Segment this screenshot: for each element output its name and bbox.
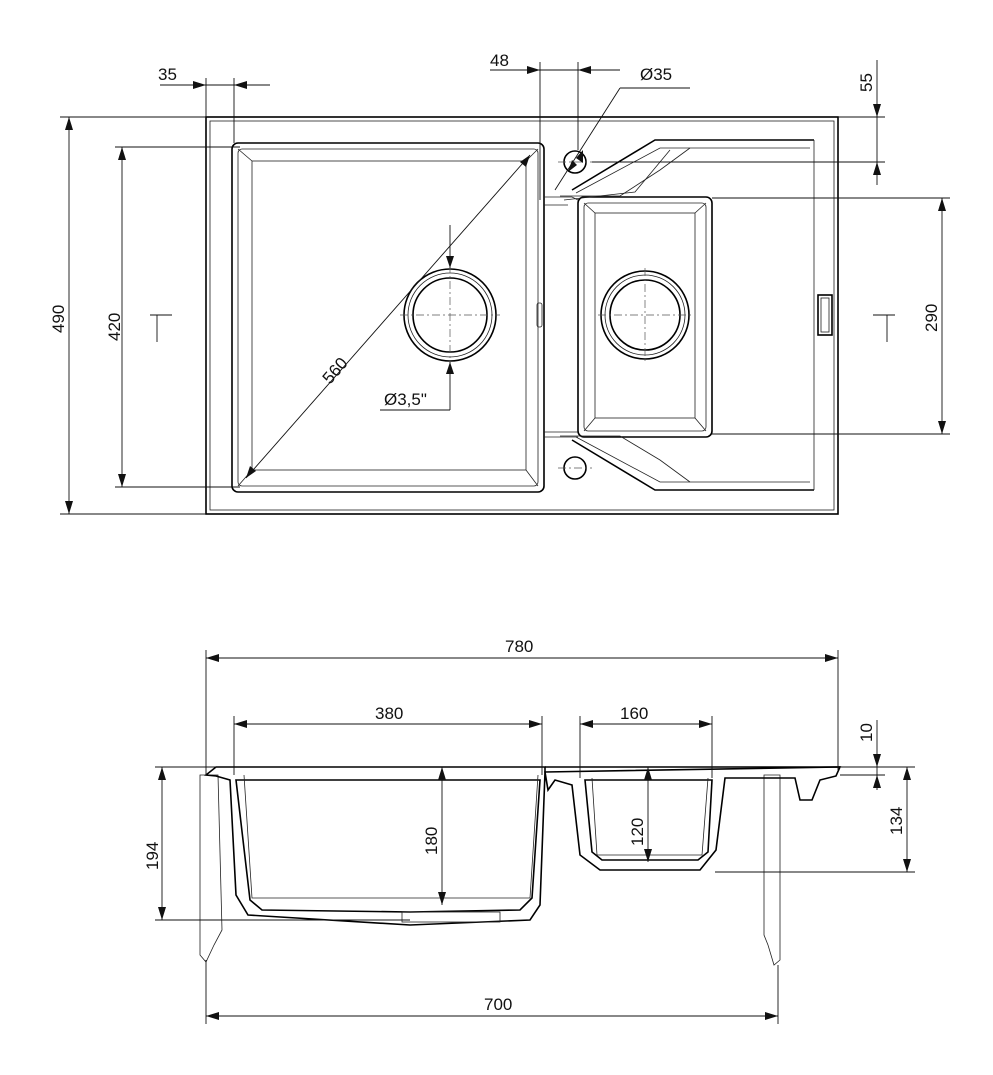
small-bowl-depth-label: 290 xyxy=(922,304,941,332)
small-bowl-section xyxy=(544,766,842,871)
overall-width-label: 780 xyxy=(505,637,533,656)
dim-120: 120 xyxy=(628,767,652,862)
drainer-height-label: 134 xyxy=(887,807,906,835)
dim-700: 700 xyxy=(205,960,779,1024)
drain-leader: Ø3,5" xyxy=(380,225,454,411)
section-markers xyxy=(150,314,895,342)
dim-134: 134 xyxy=(715,766,915,873)
overall-depth-label: 490 xyxy=(49,305,68,333)
rim-thickness-label: 10 xyxy=(857,723,876,742)
dim-380: 380 xyxy=(233,704,543,775)
small-bowl-width-label: 160 xyxy=(620,704,648,723)
drain-size-label: Ø3,5" xyxy=(384,390,427,409)
dim-48: 48 xyxy=(490,51,620,200)
rim-offset-label: 35 xyxy=(158,65,177,84)
sink-rim-inner xyxy=(209,120,835,511)
dim-780: 780 xyxy=(205,637,839,775)
right-overflow xyxy=(817,294,833,336)
bowl-depth-label: 420 xyxy=(105,313,124,341)
bowl-height-label: 180 xyxy=(422,827,441,855)
main-drain xyxy=(400,265,500,365)
left-cabinet-wall xyxy=(199,774,223,963)
sink-outline xyxy=(205,116,839,515)
top-view: 560 Ø3,5" 490 420 xyxy=(49,51,950,515)
tap-from-edge-label: 55 xyxy=(857,73,876,92)
main-bowl xyxy=(231,142,545,493)
dim-tap-hole: Ø35 xyxy=(554,65,690,191)
overall-height-label: 194 xyxy=(143,842,162,870)
right-cabinet-wall xyxy=(763,774,781,966)
dim-194: 194 xyxy=(143,766,410,921)
cutout-width-label: 700 xyxy=(484,995,512,1014)
bowl-width-label: 380 xyxy=(375,704,403,723)
tap-holes xyxy=(558,150,592,480)
dim-35: 35 xyxy=(158,65,270,143)
small-drain xyxy=(598,268,692,362)
dim-290: 290 xyxy=(712,197,950,435)
small-bowl-height-label: 120 xyxy=(628,818,647,846)
dim-490: 490 xyxy=(49,116,206,515)
dim-180: 180 xyxy=(422,767,446,905)
dim-160: 160 xyxy=(579,704,713,778)
section-view: 780 380 160 10 xyxy=(143,637,915,1024)
dim-420: 420 xyxy=(105,146,240,488)
diagonal-label: 560 xyxy=(319,354,352,388)
small-bowl xyxy=(577,196,713,438)
dim-55: 55 xyxy=(592,60,885,185)
drainer-grooves xyxy=(560,139,815,491)
tap-offset-label: 48 xyxy=(490,51,509,70)
dim-10: 10 xyxy=(840,720,885,790)
main-bowl-section xyxy=(203,766,546,926)
tap-hole-label: Ø35 xyxy=(640,65,672,84)
bowl-ledge xyxy=(544,196,579,438)
